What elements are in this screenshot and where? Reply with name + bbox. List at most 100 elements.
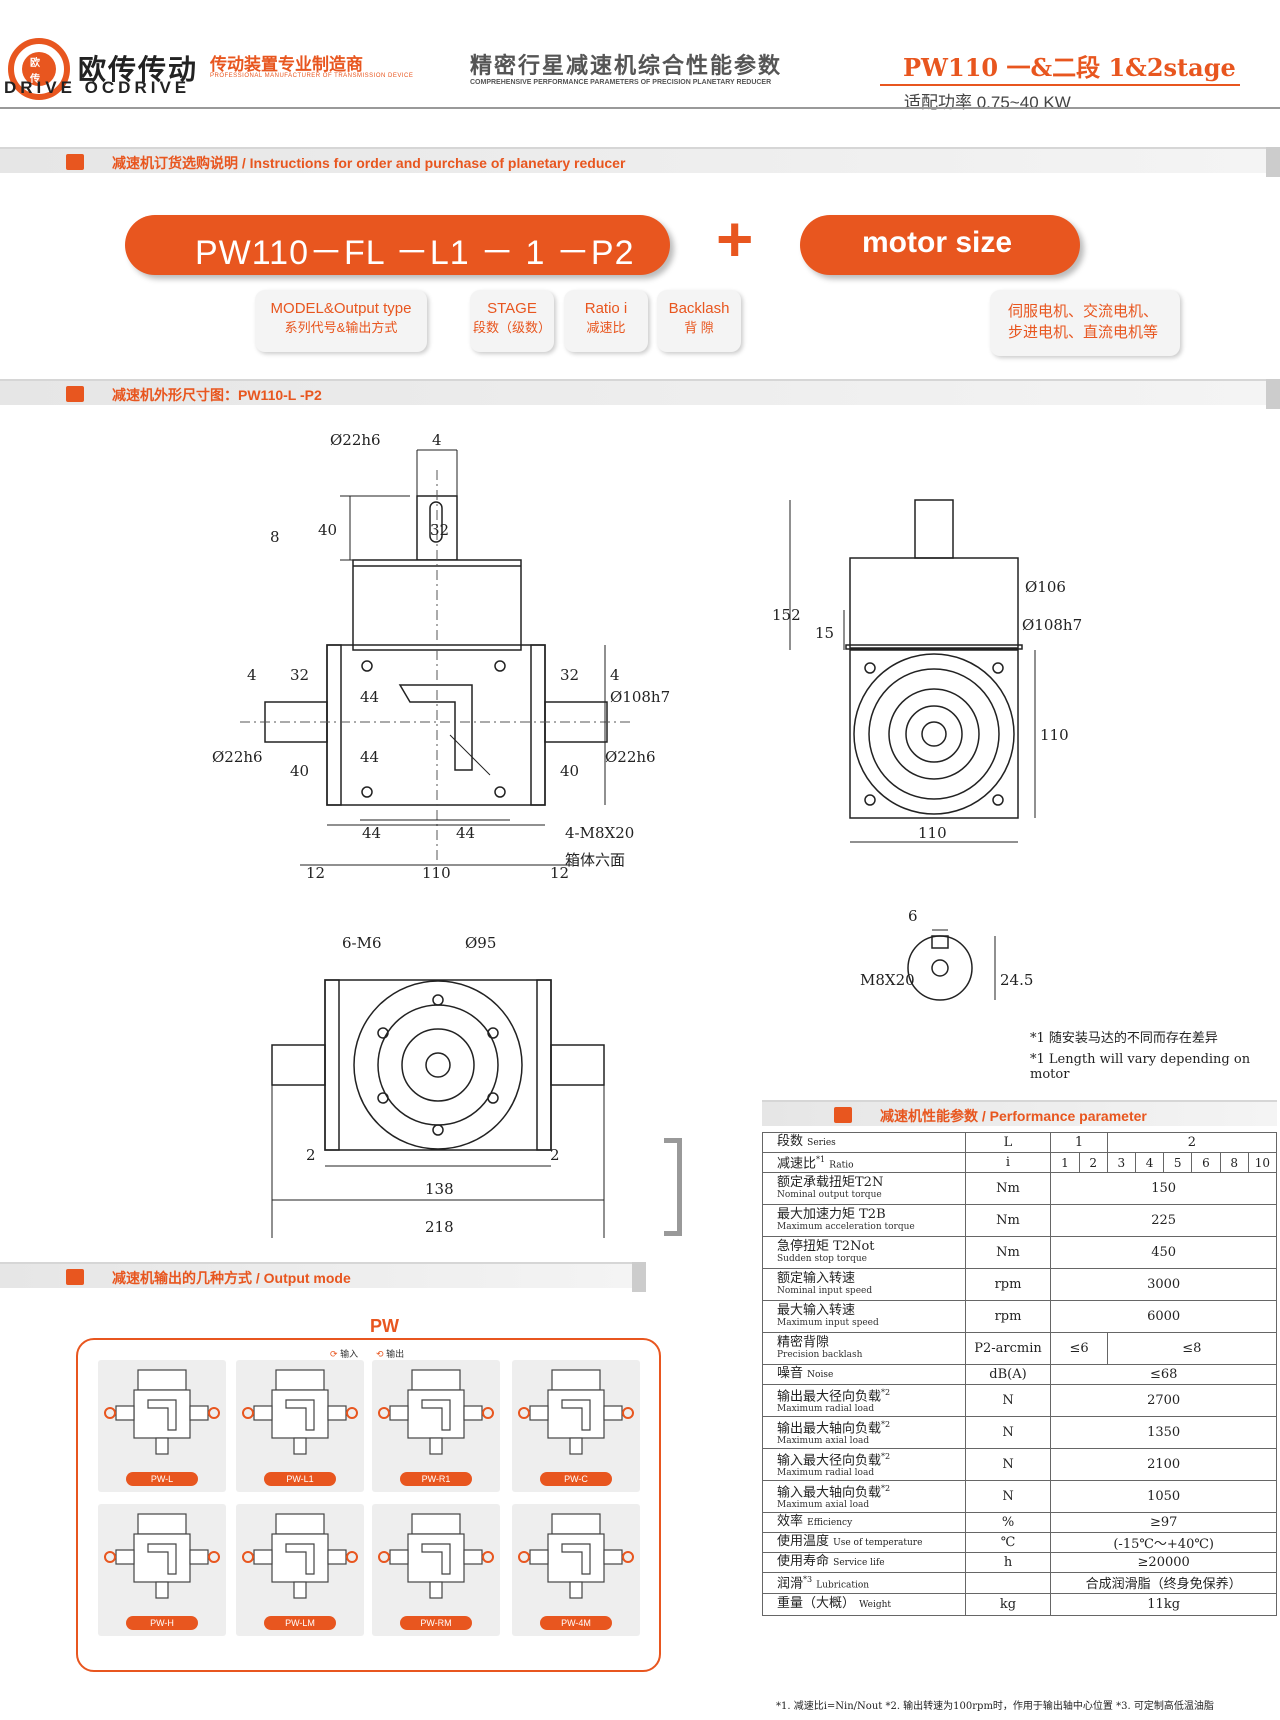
dim-key-m8x20: M8X20 [860,971,915,989]
dim-44-bottom-a: 44 [362,824,381,842]
perf-name-en: Maximum acceleration torque [777,1221,915,1232]
perf-name-cn: 输入最大径向负载 [777,1452,882,1468]
perf-row: 使用温度 Use of temperature℃(-15℃～+40℃) [762,1532,1277,1554]
perf-unit: rpm [964,1300,1052,1334]
dim-32-right: 32 [560,666,579,684]
perf-value: 150 [1050,1172,1277,1206]
dim-12-left: 12 [306,864,325,882]
reducer-icon [104,1513,220,1599]
perf-name-en: Maximum axial load [777,1499,870,1510]
perf-name-cn: 润滑 [777,1576,804,1592]
perf-unit: dB(A) [964,1364,1052,1386]
perf-unit: L [964,1132,1052,1153]
note-stage-main: STAGE [487,300,537,317]
model-code-pill [125,215,670,275]
dim-d22h6-right: Ø22h6 [605,748,656,766]
dim-4-top: 4 [432,431,442,449]
note-stage-sub: 段数（级数） [472,320,551,335]
perf-unit: Nm [964,1172,1052,1206]
perf-name-en: Maximum radial load [777,1403,875,1414]
perf-name-en: Service life [833,1558,885,1569]
logo-icon: 欧 传 [8,38,70,100]
legend-input: ⟳ 输入 [330,1347,358,1360]
output-mode-card: PW-4M [512,1504,640,1636]
legend-input-label: 输入 [340,1349,359,1359]
dim-8: 8 [270,528,280,546]
dim-key-6: 6 [908,907,918,925]
table-footnote: *1. 减速比i=Nin/Nout *2. 输出转速为100rpm时，作用于输出… [776,1701,1214,1712]
dim-40-top: 40 [318,521,337,539]
dim-4-m8x20: 4-M8X20 [565,824,634,842]
perf-name-cn: 效率 [777,1514,804,1530]
series-1: 1 [1050,1132,1108,1153]
bottom-view-drawing: 6-M6 Ø95 2 2 138 218 [271,934,605,1238]
output-mode-card: PW-L [98,1360,226,1492]
perf-param-name: 润滑*3 Lubrication [762,1572,966,1594]
output-mode-label: PW-C [540,1472,612,1486]
tagline-en: PROFESSIONAL MANUFACTURER OF TRANSMISSIO… [210,73,414,79]
perf-param-name: 效率 Efficiency [762,1512,966,1534]
dim-32-left: 32 [290,666,309,684]
perf-sup: *2 [881,1387,891,1397]
header-divider [0,107,1280,109]
perf-name-en: Weight [859,1599,892,1610]
dim-40-left: 40 [290,762,309,780]
perf-name-cn: 使用温度 [777,1534,830,1550]
backlash-2: ≤8 [1106,1332,1278,1366]
perf-value: 1050 [1050,1480,1277,1514]
perf-name-cn: 额定承载扭矩T2N [777,1174,884,1190]
dim-152: 152 [772,606,801,624]
perf-param-name: 段数 Series [762,1132,966,1153]
brand-name-cn: 欧传传动 [78,54,199,85]
note-model-main: MODEL&Output type [270,300,412,317]
perf-unit: N [964,1416,1052,1450]
section-marker-icon [66,1269,84,1285]
dim-15: 15 [815,624,834,642]
output-mode-label: PW-L1 [264,1472,336,1486]
note-ratio: Ratio i 减速比 [564,290,648,352]
perf-unit: rpm [964,1268,1052,1302]
section-bar-order: 减速机订货选购说明 / Instructions for order and p… [0,147,1280,177]
note-motor-types: 伺服电机、交流电机、 步进电机、直流电机等 [990,290,1180,356]
perf-unit: Nm [964,1204,1052,1238]
ratio-cell: 2 [1078,1151,1108,1174]
perf-name-en: Noise [807,1370,834,1381]
dim-6-m6: 6-M6 [342,934,382,952]
reducer-icon [242,1513,358,1599]
output-mode-card: PW-L1 [236,1360,364,1492]
perf-value: 1350 [1050,1416,1277,1450]
perf-name-en: Lubrication [816,1580,870,1591]
dim-138: 138 [425,1180,454,1198]
perf-param-name: 使用温度 Use of temperature [762,1532,966,1554]
perf-unit: i [964,1151,1052,1174]
keyway-detail-drawing: 6 M8X20 24.5 [860,907,1033,1001]
motor-size-pill [800,215,1080,275]
legend-output: ⟲ 输出 [376,1347,404,1360]
perf-name-en: Sudden stop torque [777,1253,867,1264]
ratio-cell: 3 [1106,1151,1136,1174]
section-marker-icon [66,154,84,170]
note-ratio-main: Ratio i [584,300,628,317]
perf-sup: *2 [881,1451,891,1461]
section-bar-performance: 减速机性能参数 / Performance parameter [762,1100,1277,1126]
perf-name-cn: 最大输入转速 [777,1302,856,1318]
output-mode-card: PW-RM [372,1504,500,1636]
note-motor-line-1: 伺服电机、交流电机、 [1008,303,1159,320]
perf-unit: h [964,1552,1052,1574]
perf-value: 11kg [1050,1592,1277,1616]
dim-110-vertical: 110 [1040,726,1069,744]
perf-value: 合成润滑脂（终身免保养） [1050,1572,1277,1594]
perf-name-en: Efficiency [807,1518,853,1529]
perf-unit: P2-arcmin [964,1332,1052,1366]
note-backlash-main: Backlash [668,300,730,317]
